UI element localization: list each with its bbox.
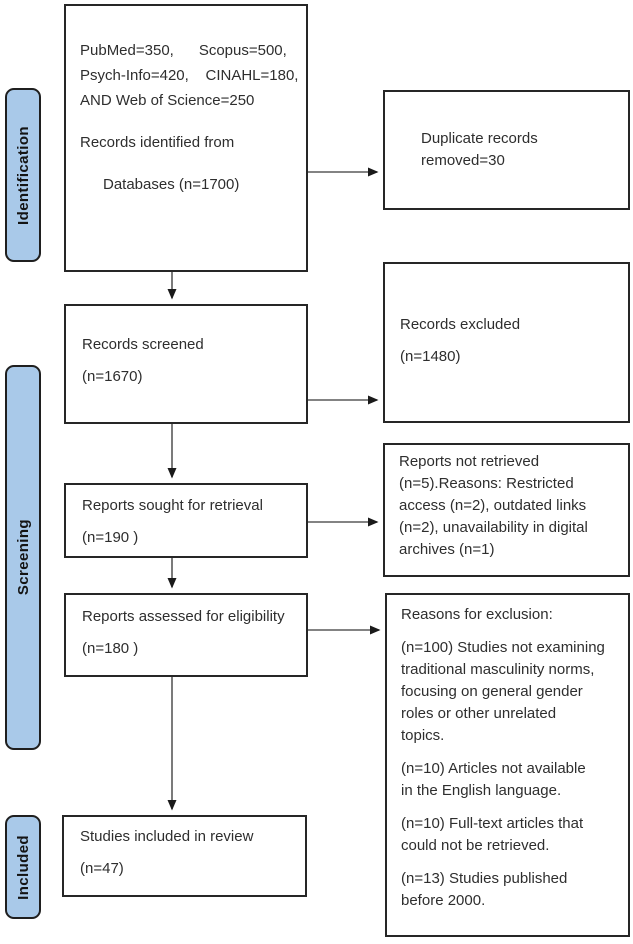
- box-duplicates-removed: Duplicate records removed=30: [383, 90, 630, 210]
- reasons-title: Reasons for exclusion:: [401, 606, 553, 623]
- box-reports-sought: Reports sought for retrieval (n=190 ): [64, 483, 308, 558]
- excluded-caption: Records excluded: [400, 316, 521, 333]
- reason-item-2: (n=10) Articles not available in the Eng…: [401, 760, 586, 799]
- identified-sources-line1: PubMed=350, Scopus=500,: [80, 42, 287, 59]
- box-records-screened: Records screened (n=1670): [64, 304, 308, 424]
- stage-label-screening: Screening: [5, 365, 41, 750]
- included-caption: Studies included in review: [80, 828, 254, 845]
- box-reports-assessed: Reports assessed for eligibility (n=180 …: [64, 593, 308, 677]
- identified-count: Databases (n=1700): [103, 176, 240, 193]
- stage-label-included: Included: [5, 815, 41, 919]
- identified-sources-line2: Psych-Info=420, CINAHL=180,: [80, 67, 299, 84]
- identified-caption: Records identified from: [80, 134, 235, 151]
- assessed-caption: Reports assessed for eligibility: [82, 608, 285, 625]
- excluded-count: (n=1480): [400, 348, 461, 365]
- included-count: (n=47): [80, 860, 124, 877]
- reason-item-3: (n=10) Full-text articles that could not…: [401, 815, 584, 854]
- sought-caption: Reports sought for retrieval: [82, 497, 263, 514]
- assessed-count: (n=180 ): [82, 640, 139, 657]
- stage-label-identification-text: Identification: [14, 125, 32, 225]
- sought-count: (n=190 ): [82, 529, 139, 546]
- box-reports-not-retrieved: Reports not retrieved (n=5).Reasons: Res…: [383, 443, 630, 577]
- box-reasons-for-exclusion: Reasons for exclusion: (n=100) Studies n…: [385, 593, 630, 937]
- stage-label-identification: Identification: [5, 88, 41, 262]
- box-records-excluded: Records excluded (n=1480): [383, 262, 630, 423]
- screened-caption: Records screened: [82, 336, 204, 353]
- stage-label-included-text: Included: [14, 834, 32, 900]
- box-studies-included: Studies included in review (n=47): [62, 815, 307, 897]
- reason-item-4: (n=13) Studies published before 2000.: [401, 870, 568, 909]
- reason-item-1: (n=100) Studies not examining traditiona…: [401, 639, 605, 744]
- box-records-identified: PubMed=350, Scopus=500, Psych-Info=420, …: [64, 4, 308, 272]
- stage-label-screening-text: Screening: [14, 519, 32, 596]
- screened-count: (n=1670): [82, 368, 143, 385]
- identified-sources-line3: AND Web of Science=250: [80, 92, 255, 109]
